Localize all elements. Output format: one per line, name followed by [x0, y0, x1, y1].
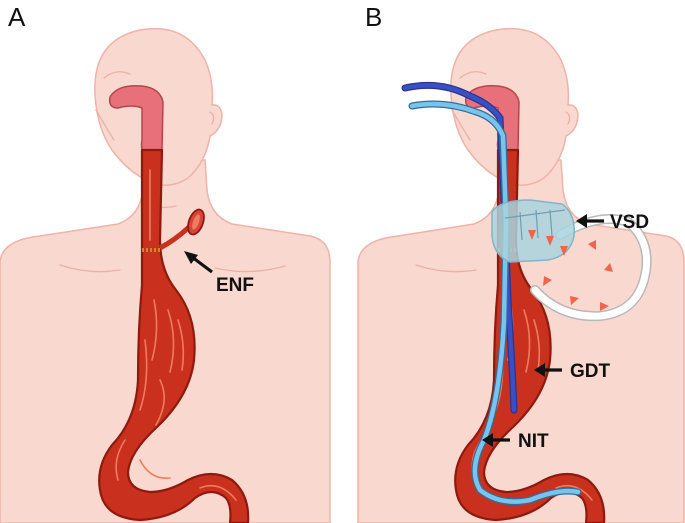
vsd-arrowhead: [576, 214, 587, 228]
label-gdt: GDT: [570, 361, 611, 382]
panel-a-brow: [103, 71, 131, 79]
panel-a-letter: A: [8, 2, 26, 32]
panel-a-fistula-lumen: [192, 214, 200, 230]
panel-b-letter: B: [365, 2, 382, 32]
label-nit: NIT: [518, 431, 549, 452]
panel-a-clavicle-right: [214, 265, 286, 273]
panel-a-ear-detail: [209, 111, 215, 125]
panel-b: B: [357, 2, 685, 523]
vsd-sponge-edge: [504, 209, 566, 219]
panel-a-clavicle-left: [59, 264, 121, 273]
vsd-sponge-channels: [519, 209, 553, 241]
flow-arrow: [546, 236, 554, 246]
flow-arrow: [604, 263, 613, 272]
vsd-flow-arrows: [528, 230, 613, 311]
panel-a: A: [0, 2, 331, 523]
nasointestinal-tube: [409, 101, 581, 504]
gdt-arrowhead: [534, 363, 545, 377]
flow-arrow: [588, 240, 596, 250]
panel-b-face-line: [451, 109, 471, 141]
panel-a-face-line: [95, 109, 115, 141]
flow-arrow: [600, 302, 609, 311]
vsd-drainage-tube: [531, 215, 651, 320]
panel-b-ear-detail: [565, 111, 571, 125]
panel-a-enf-arrowhead: [184, 251, 198, 264]
panel-b-brow: [459, 71, 487, 79]
flow-arrow: [560, 246, 568, 256]
label-vsd: VSD: [610, 212, 649, 233]
panel-a-enf-arrow: [191, 255, 213, 274]
flow-arrow: [528, 230, 536, 240]
panel-b-clavicle-left: [415, 264, 477, 273]
gastric-decompression-tube: [402, 83, 517, 413]
panel-a-mucosal-folds: [115, 169, 237, 501]
label-enf: ENF: [216, 275, 254, 296]
flow-arrow: [543, 276, 552, 286]
flow-arrow: [570, 296, 579, 305]
nit-arrowhead: [482, 433, 493, 447]
